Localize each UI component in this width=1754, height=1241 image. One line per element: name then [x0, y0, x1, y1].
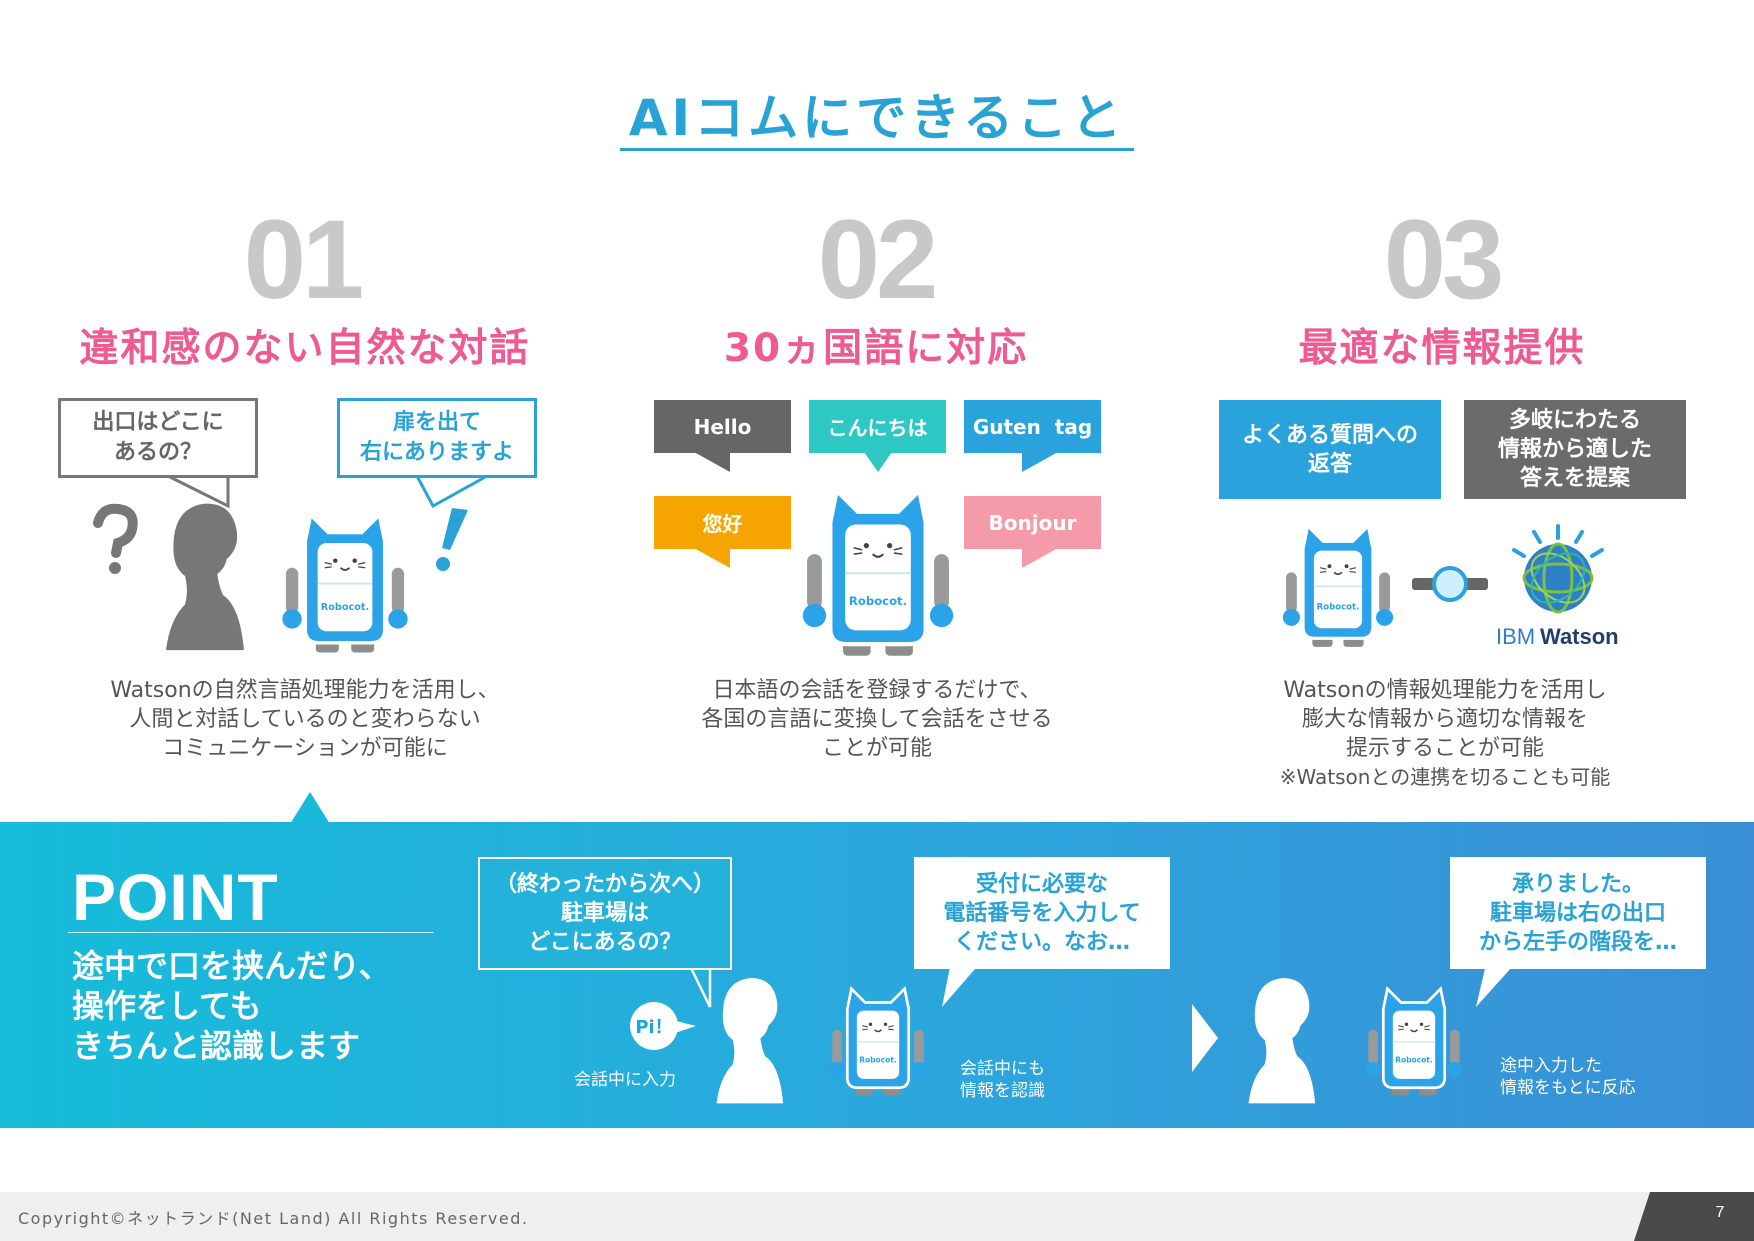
band-bubble-1-line-3: どこにあるの？: [528, 930, 682, 955]
robot-icon: Robocot.: [820, 982, 936, 1098]
page-title: AIコムにできること: [628, 89, 1126, 147]
point-title: POINT: [72, 860, 279, 934]
language-tag-hello: Hello: [654, 400, 791, 453]
band-caption-3-line-1: 途中入力した: [1500, 1056, 1602, 1076]
info-line-1: 多岐にわたる: [1508, 408, 1641, 433]
language-tag-bonjour: Bonjour: [964, 496, 1101, 549]
band-caption-3: 途中入力した 情報をもとに反応: [1500, 1055, 1636, 1099]
pi-sound-bubble: Pi！: [630, 1002, 696, 1050]
band-caption-2-line-2: 情報を認識: [960, 1081, 1045, 1101]
question-line-2: あるの？: [113, 440, 202, 465]
robot-icon: Robocot.: [788, 480, 968, 660]
band-bubble-2: 受付に必要な 電話番号を入力して ください。なお…: [914, 857, 1170, 969]
robot-icon: Robocot.: [270, 506, 420, 656]
band-caption-3-line-2: 情報をもとに反応: [1500, 1078, 1636, 1098]
band-bubble-3-line-1: 承りました。: [1511, 871, 1644, 897]
band-bubble-1: （終わったから次へ） 駐車場は どこにあるの？: [478, 857, 732, 970]
question-line-1: 出口はどこに: [92, 410, 224, 435]
robot-label: Robocot.: [859, 1056, 897, 1065]
desc-03-line-1: Watsonの情報処理能力を活用し: [1283, 678, 1607, 703]
desc-03-note: ※Watsonとの連携を切ることも可能: [1279, 765, 1611, 789]
info-suggest-box: 多岐にわたる 情報から適した 答えを提案: [1464, 400, 1686, 499]
link-connector-icon: [1412, 566, 1488, 602]
band-caption-2: 会話中にも 情報を認識: [960, 1058, 1045, 1102]
title-underline: [620, 148, 1134, 151]
page-number: 7: [1715, 1204, 1725, 1221]
band-bubble-2-line-3: ください。なお…: [953, 929, 1130, 955]
section-heading-03: 最適な情報提供: [1298, 326, 1586, 371]
robot-label: Robocot.: [1317, 603, 1360, 613]
question-mark-icon: [93, 503, 138, 574]
desc-02-line-3: ことが可能: [821, 736, 932, 761]
section-number-03: 03: [1383, 197, 1505, 322]
band-bubble-1-line-1: （終わったから次へ）: [494, 872, 715, 897]
desc-02-line-2: 各国の言語に変換して会話をさせる: [701, 707, 1053, 732]
robot-label: Robocot.: [1395, 1056, 1433, 1065]
point-sub-line-1: 途中で口を挟んだり、: [72, 947, 391, 985]
desc-03-line-3: 提示することが可能: [1345, 736, 1544, 761]
desc-02-line-1: 日本語の会話を登録するだけで、: [712, 678, 1042, 703]
page-number-tab: [1634, 1192, 1754, 1241]
band-bubble-3-line-2: 駐車場は右の出口: [1489, 900, 1666, 926]
woman-silhouette-icon: [1240, 975, 1322, 1105]
section-number-01: 01: [243, 197, 365, 322]
band-bubble-2-line-2: 電話番号を入力して: [943, 900, 1141, 926]
desc-03-line-2: 膨大な情報から適切な情報を: [1301, 707, 1588, 732]
section-desc-03: Watsonの情報処理能力を活用し 膨大な情報から適切な情報を 提示することが可…: [1200, 676, 1690, 792]
ibm-text: IBM: [1496, 624, 1535, 649]
language-tag-guten-tag: Guten tag: [964, 400, 1101, 453]
watson-text: Watson: [1540, 624, 1619, 649]
next-arrow-icon: [1192, 1004, 1218, 1072]
faq-line-1: よくある質問への: [1241, 422, 1418, 448]
point-sub-line-2: 操作をしても: [72, 987, 262, 1025]
band-bubble-1-line-2: 駐車場は: [560, 901, 649, 926]
band-bubble-3: 承りました。 駐車場は右の出口 から左手の階段を…: [1450, 857, 1706, 969]
point-subtitle: 途中で口を挟んだり、 操作をしても きちんと認識します: [72, 946, 391, 1066]
question-bubble: 出口はどこに あるの？: [58, 398, 258, 478]
robot-icon: Robocot.: [1272, 518, 1404, 650]
faq-line-2: 返答: [1307, 451, 1352, 477]
woman-silhouette-icon: [708, 975, 790, 1105]
desc-01-line-2: 人間と対話しているのと変わらない: [129, 707, 481, 732]
desc-01-line-1: Watsonの自然言語処理能力を活用し、: [110, 678, 500, 703]
faq-answer-box: よくある質問への 返答: [1219, 400, 1441, 499]
section-heading-01: 違和感のない自然な対話: [79, 326, 531, 371]
copyright-text: Copyright©ネットランド(Net Land) All Rights Re…: [18, 1209, 529, 1228]
band-bubble-3-line-3: から左手の階段を…: [1478, 929, 1677, 955]
answer-line-2: 右にありますよ: [359, 440, 514, 465]
pi-text: Pi！: [635, 1017, 672, 1038]
ibm-watson-logo: IBM Watson: [1496, 524, 1619, 649]
language-tag-ninhao: 您好: [654, 496, 791, 549]
section-number-02: 02: [817, 197, 939, 322]
desc-01-line-3: コミュニケーションが可能に: [162, 736, 448, 761]
robot-label: Robocot.: [849, 594, 907, 608]
answer-bubble: 扉を出て 右にありますよ: [337, 398, 537, 478]
band-caption-1: 会話中に入力: [574, 1070, 676, 1090]
exclamation-icon: [436, 508, 468, 571]
band-bubble-2-line-1: 受付に必要な: [975, 871, 1108, 897]
section-desc-02: 日本語の会話を登録するだけで、 各国の言語に変換して会話をさせる ことが可能: [642, 676, 1112, 763]
robot-icon: Robocot.: [1356, 982, 1472, 1098]
footer-bar: [0, 1192, 1754, 1241]
answer-line-1: 扉を出て: [392, 410, 481, 435]
point-rule: [68, 932, 434, 933]
point-sub-line-3: きちんと認識します: [72, 1027, 361, 1065]
info-line-3: 答えを提案: [1519, 466, 1630, 491]
info-line-2: 情報から適した: [1497, 437, 1652, 462]
language-tag-konnichiwa: こんにちは: [809, 400, 946, 453]
section-desc-01: Watsonの自然言語処理能力を活用し、 人間と対話しているのと変わらない コミ…: [60, 676, 550, 763]
robot-label: Robocot.: [321, 602, 369, 613]
band-notch: [290, 792, 330, 824]
section-heading-02: 30ヵ国語に対応: [723, 326, 1029, 371]
band-caption-2-line-1: 会話中にも: [960, 1059, 1045, 1079]
